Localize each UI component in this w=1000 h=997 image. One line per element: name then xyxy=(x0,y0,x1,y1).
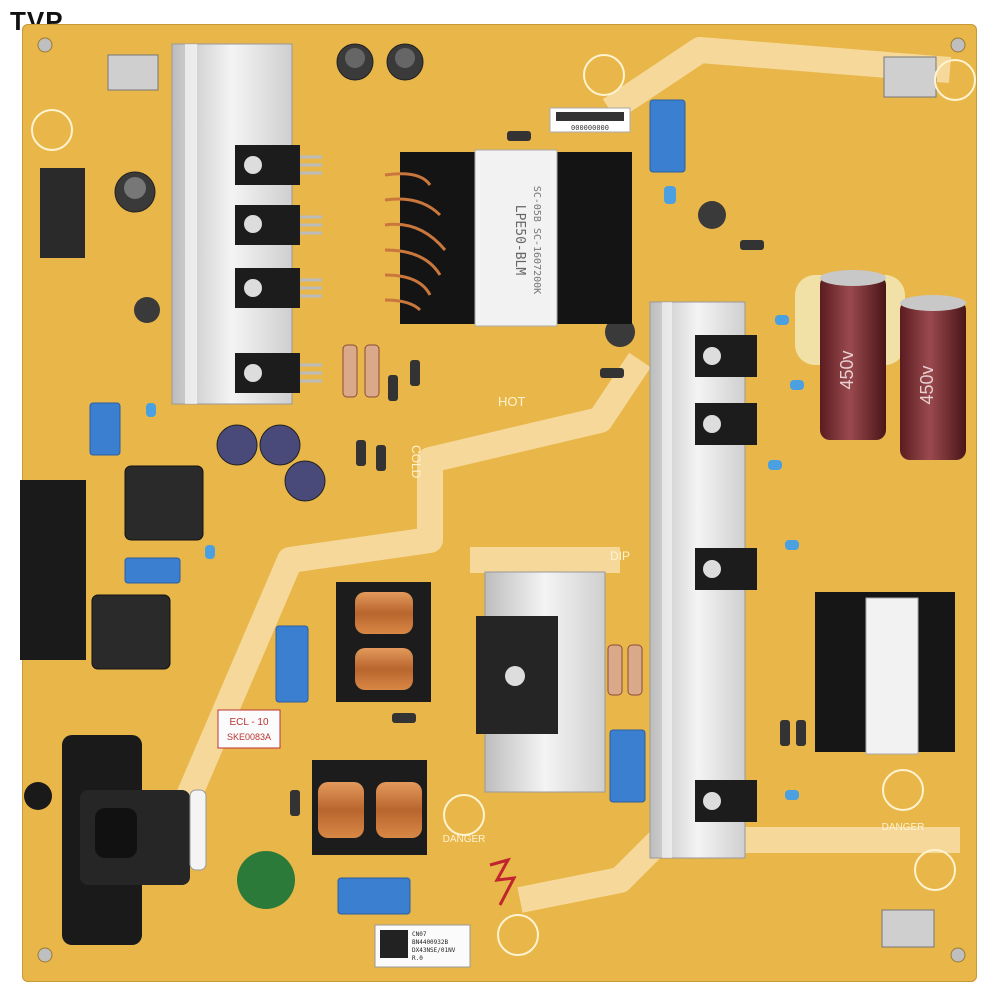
pcb-traces xyxy=(158,37,960,913)
standby-transformer xyxy=(815,592,955,755)
resistors xyxy=(342,344,643,696)
dip-label: DIP xyxy=(610,549,630,563)
purple-capacitors xyxy=(216,424,326,502)
ac-inlet xyxy=(24,735,190,945)
label-line1: CN07 xyxy=(412,931,427,938)
red-marker-mark xyxy=(489,857,517,906)
danger-label-left: DANGER xyxy=(443,834,486,845)
varistor xyxy=(237,851,295,909)
common-mode-choke-upper xyxy=(336,582,431,702)
left-mosfets xyxy=(235,145,322,393)
danger-label-right: DANGER xyxy=(882,822,925,833)
cold-zone-label: COLD xyxy=(409,445,423,479)
warning-sticker-bottom: SKE0083A xyxy=(227,732,271,742)
top-barcode-text: 000000000 xyxy=(571,124,609,132)
transformer-code-text: SC-05B SC-1607200K xyxy=(531,186,542,294)
bulk-capacitors: 450v 450v xyxy=(795,270,966,460)
fuse xyxy=(189,789,207,871)
label-line2: BN4400932B xyxy=(412,939,449,946)
label-line4: R.0 xyxy=(412,955,423,962)
top-barcode-sticker: 000000000 xyxy=(549,107,631,133)
warning-sticker: ECL - 10 SKE0083A xyxy=(217,709,281,749)
power-inductors xyxy=(91,465,204,670)
common-mode-choke-lower xyxy=(312,760,427,855)
cap-right-rating: 450v xyxy=(917,365,937,404)
main-transformer: LPE50-BLM SC-05B SC-1607200K xyxy=(384,149,632,327)
blue-film-capacitors xyxy=(89,99,686,915)
right-mosfets xyxy=(695,335,757,822)
transformer-model-text: LPE50-BLM xyxy=(512,205,527,276)
board-info-label: CN07 BN4400932B DX43NSE/01NV R.0 xyxy=(374,924,471,968)
bridge-heatsink xyxy=(476,571,606,793)
mounting-holes xyxy=(37,37,966,963)
top-small-capacitors xyxy=(114,43,726,347)
diodes xyxy=(290,131,806,816)
connectors xyxy=(20,54,937,948)
small-blue-parts xyxy=(146,186,804,800)
hot-zone-label: HOT xyxy=(498,394,526,409)
warning-sticker-top: ECL - 10 xyxy=(229,717,269,728)
label-line3: DX43NSE/01NV xyxy=(412,947,456,954)
cap-left-rating: 450v xyxy=(837,350,857,389)
hand-warning-icons xyxy=(31,54,976,956)
